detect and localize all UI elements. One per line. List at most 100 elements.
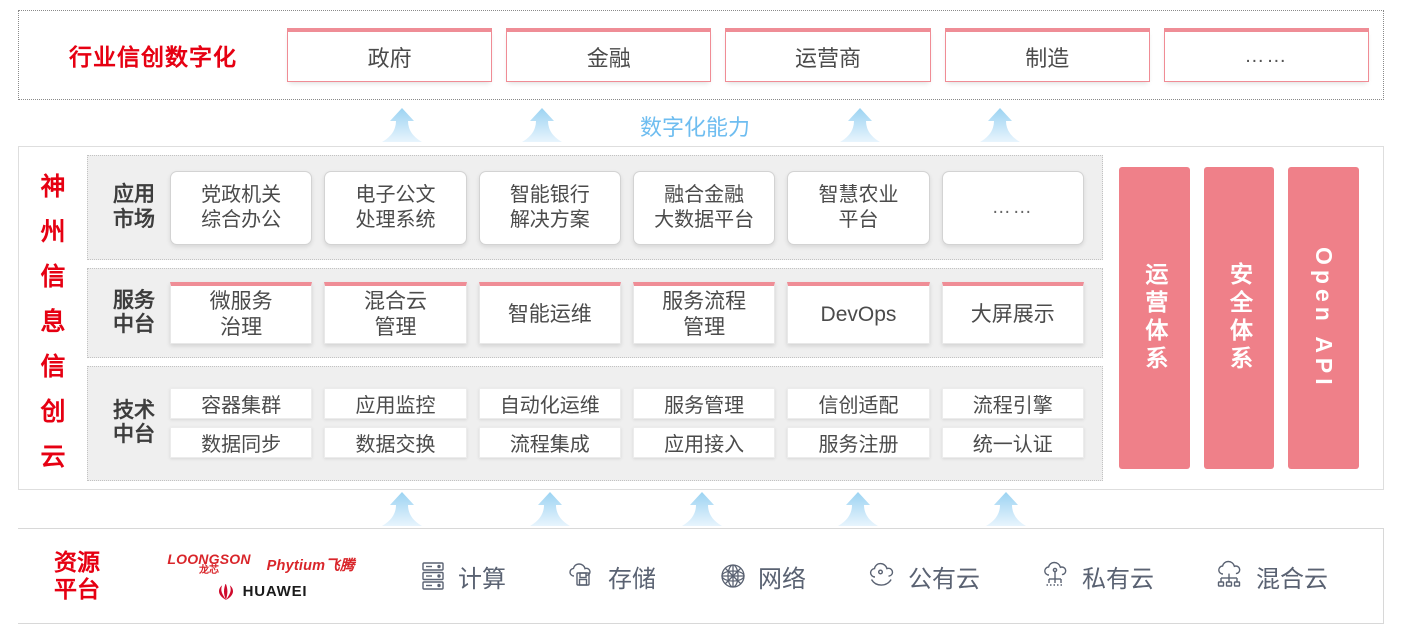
cloud-storage-icon [566,559,600,593]
layer-label-line2: 中台 [113,423,155,447]
layer-label-application-market: 应用 市场 [98,183,170,232]
resource-item-label: 公有云 [908,565,980,593]
up-arrow-icon-5 [382,492,422,526]
tech-cell-container-cluster[interactable]: 容器集群 [170,388,313,420]
service-cell-process-mgmt[interactable]: 服务流程管理 [632,282,776,345]
layers-container: 应用 市场 党政机关综合办公 电子公文处理系统 智能银行解决方案 融合金融大数据… [87,147,1111,489]
network-icon [716,559,750,593]
cloud-title-char-5: 创 [40,397,66,426]
cell-line1: 智能运维 [507,303,592,327]
app-cell-smart-bank[interactable]: 智能银行解决方案 [478,170,621,245]
industry-box-more[interactable]: …… [1163,28,1370,82]
cell-line1: 融合金融 [664,184,745,207]
industry-band: 行业信创数字化 政府 金融 运营商 制造 …… [18,10,1384,100]
pillar-operations-system[interactable]: 运营体系 [1119,167,1190,469]
resource-item-compute[interactable]: 计算 [416,559,506,594]
service-cell-microservice-governance[interactable]: 微服务治理 [170,282,313,345]
cell-line2: 大数据平台 [654,208,755,231]
tech-cell-process-integration[interactable]: 流程集成 [478,427,621,459]
industry-box-finance[interactable]: 金融 [506,28,712,82]
layer-label-line1: 技术 [113,399,155,423]
service-cell-dashboard[interactable]: 大屏展示 [941,282,1084,345]
resource-item-list: 计算 存储 [386,559,1384,594]
up-arrow-icon-1 [382,108,422,142]
pillar-label: 运营体系 [1141,262,1168,374]
tech-cell-app-monitoring[interactable]: 应用监控 [324,388,467,420]
cell-line1: 微服务 [209,290,273,314]
up-arrow-icon-2 [522,108,562,142]
cell-line1: 党政机关 [201,184,282,207]
service-cell-devops[interactable]: DevOps [787,282,930,345]
huawei-logo-text: HUAWEI [242,583,308,600]
cloud-panel-title: 神 州 信 息 信 创 云 [19,147,87,489]
cell-line1: 智慧农业 [818,184,899,207]
layer-label-service-platform: 服务 中台 [98,289,170,338]
tech-cell-unified-auth[interactable]: 统一认证 [941,427,1084,459]
service-cell-hybrid-cloud-mgmt[interactable]: 混合云管理 [324,282,467,345]
tech-cell-service-registry[interactable]: 服务注册 [787,427,930,459]
resource-platform-title: 资源 平台 [18,549,136,603]
cloud-title-char-6: 云 [40,442,66,471]
tech-cell-data-sync[interactable]: 数据同步 [170,427,313,459]
cloud-title-char-2: 信 [40,262,66,291]
cell-line2: 综合办公 [201,208,282,231]
resource-item-public-cloud[interactable]: 公有云 [866,559,980,594]
tech-cell-automated-ops[interactable]: 自动化运维 [478,388,621,420]
huawei-logo: HUAWEI [215,583,308,600]
cell-line1: 大屏展示 [970,303,1055,327]
cell-line2: 治理 [220,315,263,339]
cell-line1: 服务流程 [662,290,747,314]
tech-cell-process-engine[interactable]: 流程引擎 [941,388,1084,420]
industry-box-list: 政府 金融 运营商 制造 …… [287,28,1383,82]
resource-item-hybrid-cloud[interactable]: 混合云 [1214,559,1328,594]
app-cell-edoc-system[interactable]: 电子公文处理系统 [324,170,467,245]
resource-item-label: 计算 [458,565,506,593]
up-arrow-icon-8 [838,492,878,526]
up-arrow-icon-7 [682,492,722,526]
pillar-open-api[interactable]: Open API [1288,167,1360,469]
app-cell-smart-agriculture[interactable]: 智慧农业平台 [787,170,930,245]
app-cell-govt-office[interactable]: 党政机关综合办公 [170,170,313,245]
cell-line1: 混合云 [363,290,427,314]
up-arrow-icon-3 [840,108,880,142]
technology-row-1: 容器集群 应用监控 自动化运维 服务管理 信创适配 流程引擎 [170,388,1084,420]
industry-box-manufacturing[interactable]: 制造 [944,28,1150,82]
app-cell-more[interactable]: …… [941,170,1084,245]
loongson-logo: LOONGSON 龙芯 [167,552,250,576]
tech-cell-data-exchange[interactable]: 数据交换 [324,427,467,459]
vendor-logo-row-2: HUAWEI [215,583,308,600]
industry-box-government[interactable]: 政府 [287,28,493,82]
tech-cell-app-access[interactable]: 应用接入 [632,427,776,459]
cloud-panel: 神 州 信 息 信 创 云 应用 市场 党政机关综合办公 电子公文处 [18,146,1384,490]
app-cell-fintech-bigdata[interactable]: 融合金融大数据平台 [632,170,776,245]
application-cell-list: 党政机关综合办公 电子公文处理系统 智能银行解决方案 融合金融大数据平台 智慧农… [170,170,1092,245]
cell-line2: 管理 [683,315,726,339]
industry-band-title: 行业信创数字化 [69,44,237,70]
pillar-security-system[interactable]: 安全体系 [1203,167,1275,469]
pillar-label: 安全体系 [1226,262,1253,374]
layer-application-market: 应用 市场 党政机关综合办公 电子公文处理系统 智能银行解决方案 融合金融大数据… [87,155,1103,261]
cell-line2: 管理 [374,315,417,339]
layer-label-line1: 服务 [113,288,155,312]
layer-label-line2: 中台 [113,313,155,337]
cloud-title-char-1: 州 [40,217,66,246]
technology-row-2: 数据同步 数据交换 流程集成 应用接入 服务注册 统一认证 [170,427,1084,459]
service-cell-aiops[interactable]: 智能运维 [478,282,621,345]
tech-cell-xinchuang-adaptation[interactable]: 信创适配 [787,388,930,420]
public-cloud-icon [866,559,900,593]
industry-box-carrier[interactable]: 运营商 [725,28,931,82]
resource-item-private-cloud[interactable]: 私有云 [1040,559,1154,594]
resource-item-network[interactable]: 网络 [716,559,806,594]
resource-item-storage[interactable]: 存储 [566,559,656,594]
cell-line1: DevOps [820,303,897,327]
phytium-logo: Phytium飞腾 [266,557,355,574]
resource-item-label: 网络 [758,565,806,593]
tech-cell-service-mgmt[interactable]: 服务管理 [632,388,776,420]
cell-line2: 平台 [838,208,879,231]
loongson-logo-cn: 龙芯 [199,565,219,576]
layer-label-technology-platform: 技术 中台 [98,399,170,448]
resource-item-label: 私有云 [1082,565,1154,593]
cell-line1: 智能银行 [509,184,590,207]
up-arrow-icon-6 [530,492,570,526]
